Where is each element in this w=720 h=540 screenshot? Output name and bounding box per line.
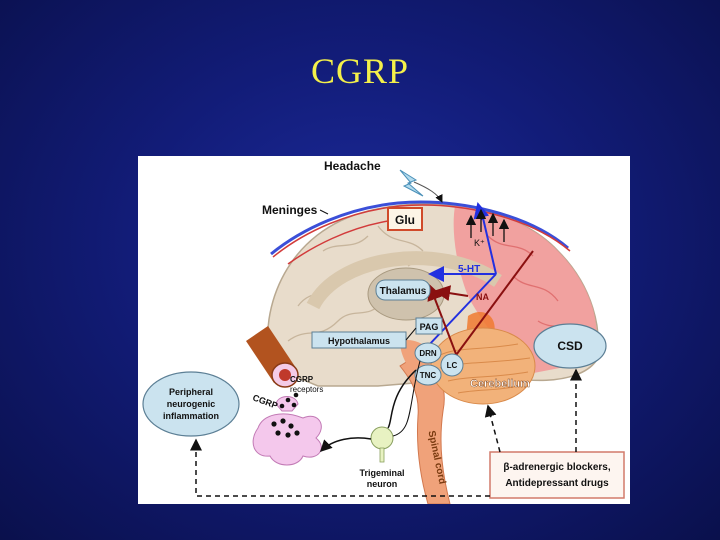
meninges-label: Meninges <box>262 203 318 217</box>
spinal-cord-shape <box>399 355 451 504</box>
na-label: NA <box>476 292 489 302</box>
tnc-label: TNC <box>420 371 437 380</box>
hypothalamus-label: Hypothalamus <box>328 336 390 346</box>
lc-label: LC <box>447 361 458 370</box>
trigeminal-line1: Trigeminal <box>359 468 404 478</box>
cgrp-label: CGRP <box>251 392 279 410</box>
drugs-line1: β-adrenergic blockers, <box>503 462 610 473</box>
csd-label: CSD <box>557 339 583 353</box>
cgrp-receptors-line1: CGRP <box>290 375 314 384</box>
peripheral-line3: inflammation <box>163 411 219 421</box>
drugs-box <box>489 451 625 499</box>
peripheral-line1: Peripheral <box>169 387 213 397</box>
blood-vessel-icon <box>246 326 299 388</box>
5ht-label: 5-HT <box>458 264 480 275</box>
cgrp-receptors-line2: receptors <box>290 385 323 394</box>
glu-label: Glu <box>395 213 415 227</box>
peripheral-line2: neurogenic <box>167 399 216 409</box>
brain-diagram: Headache Meninges Glu K⁺ 5-HT NA Thalamu… <box>138 156 630 504</box>
lightning-icon <box>399 169 424 197</box>
k-plus-label: K⁺ <box>474 238 485 248</box>
trigeminal-neuron-icon <box>370 426 394 463</box>
drn-label: DRN <box>419 349 437 358</box>
headache-label: Headache <box>324 159 381 173</box>
slide-title: CGRP <box>310 51 410 91</box>
nerve-terminal-icon <box>252 392 322 466</box>
trigeminal-line2: neuron <box>367 479 398 489</box>
thalamus-label: Thalamus <box>380 286 427 297</box>
cerebellum-label: Cerebellum <box>470 378 530 390</box>
drugs-line2: Antidepressant drugs <box>505 478 609 489</box>
glu-box <box>387 207 423 231</box>
pag-label: PAG <box>420 322 439 332</box>
